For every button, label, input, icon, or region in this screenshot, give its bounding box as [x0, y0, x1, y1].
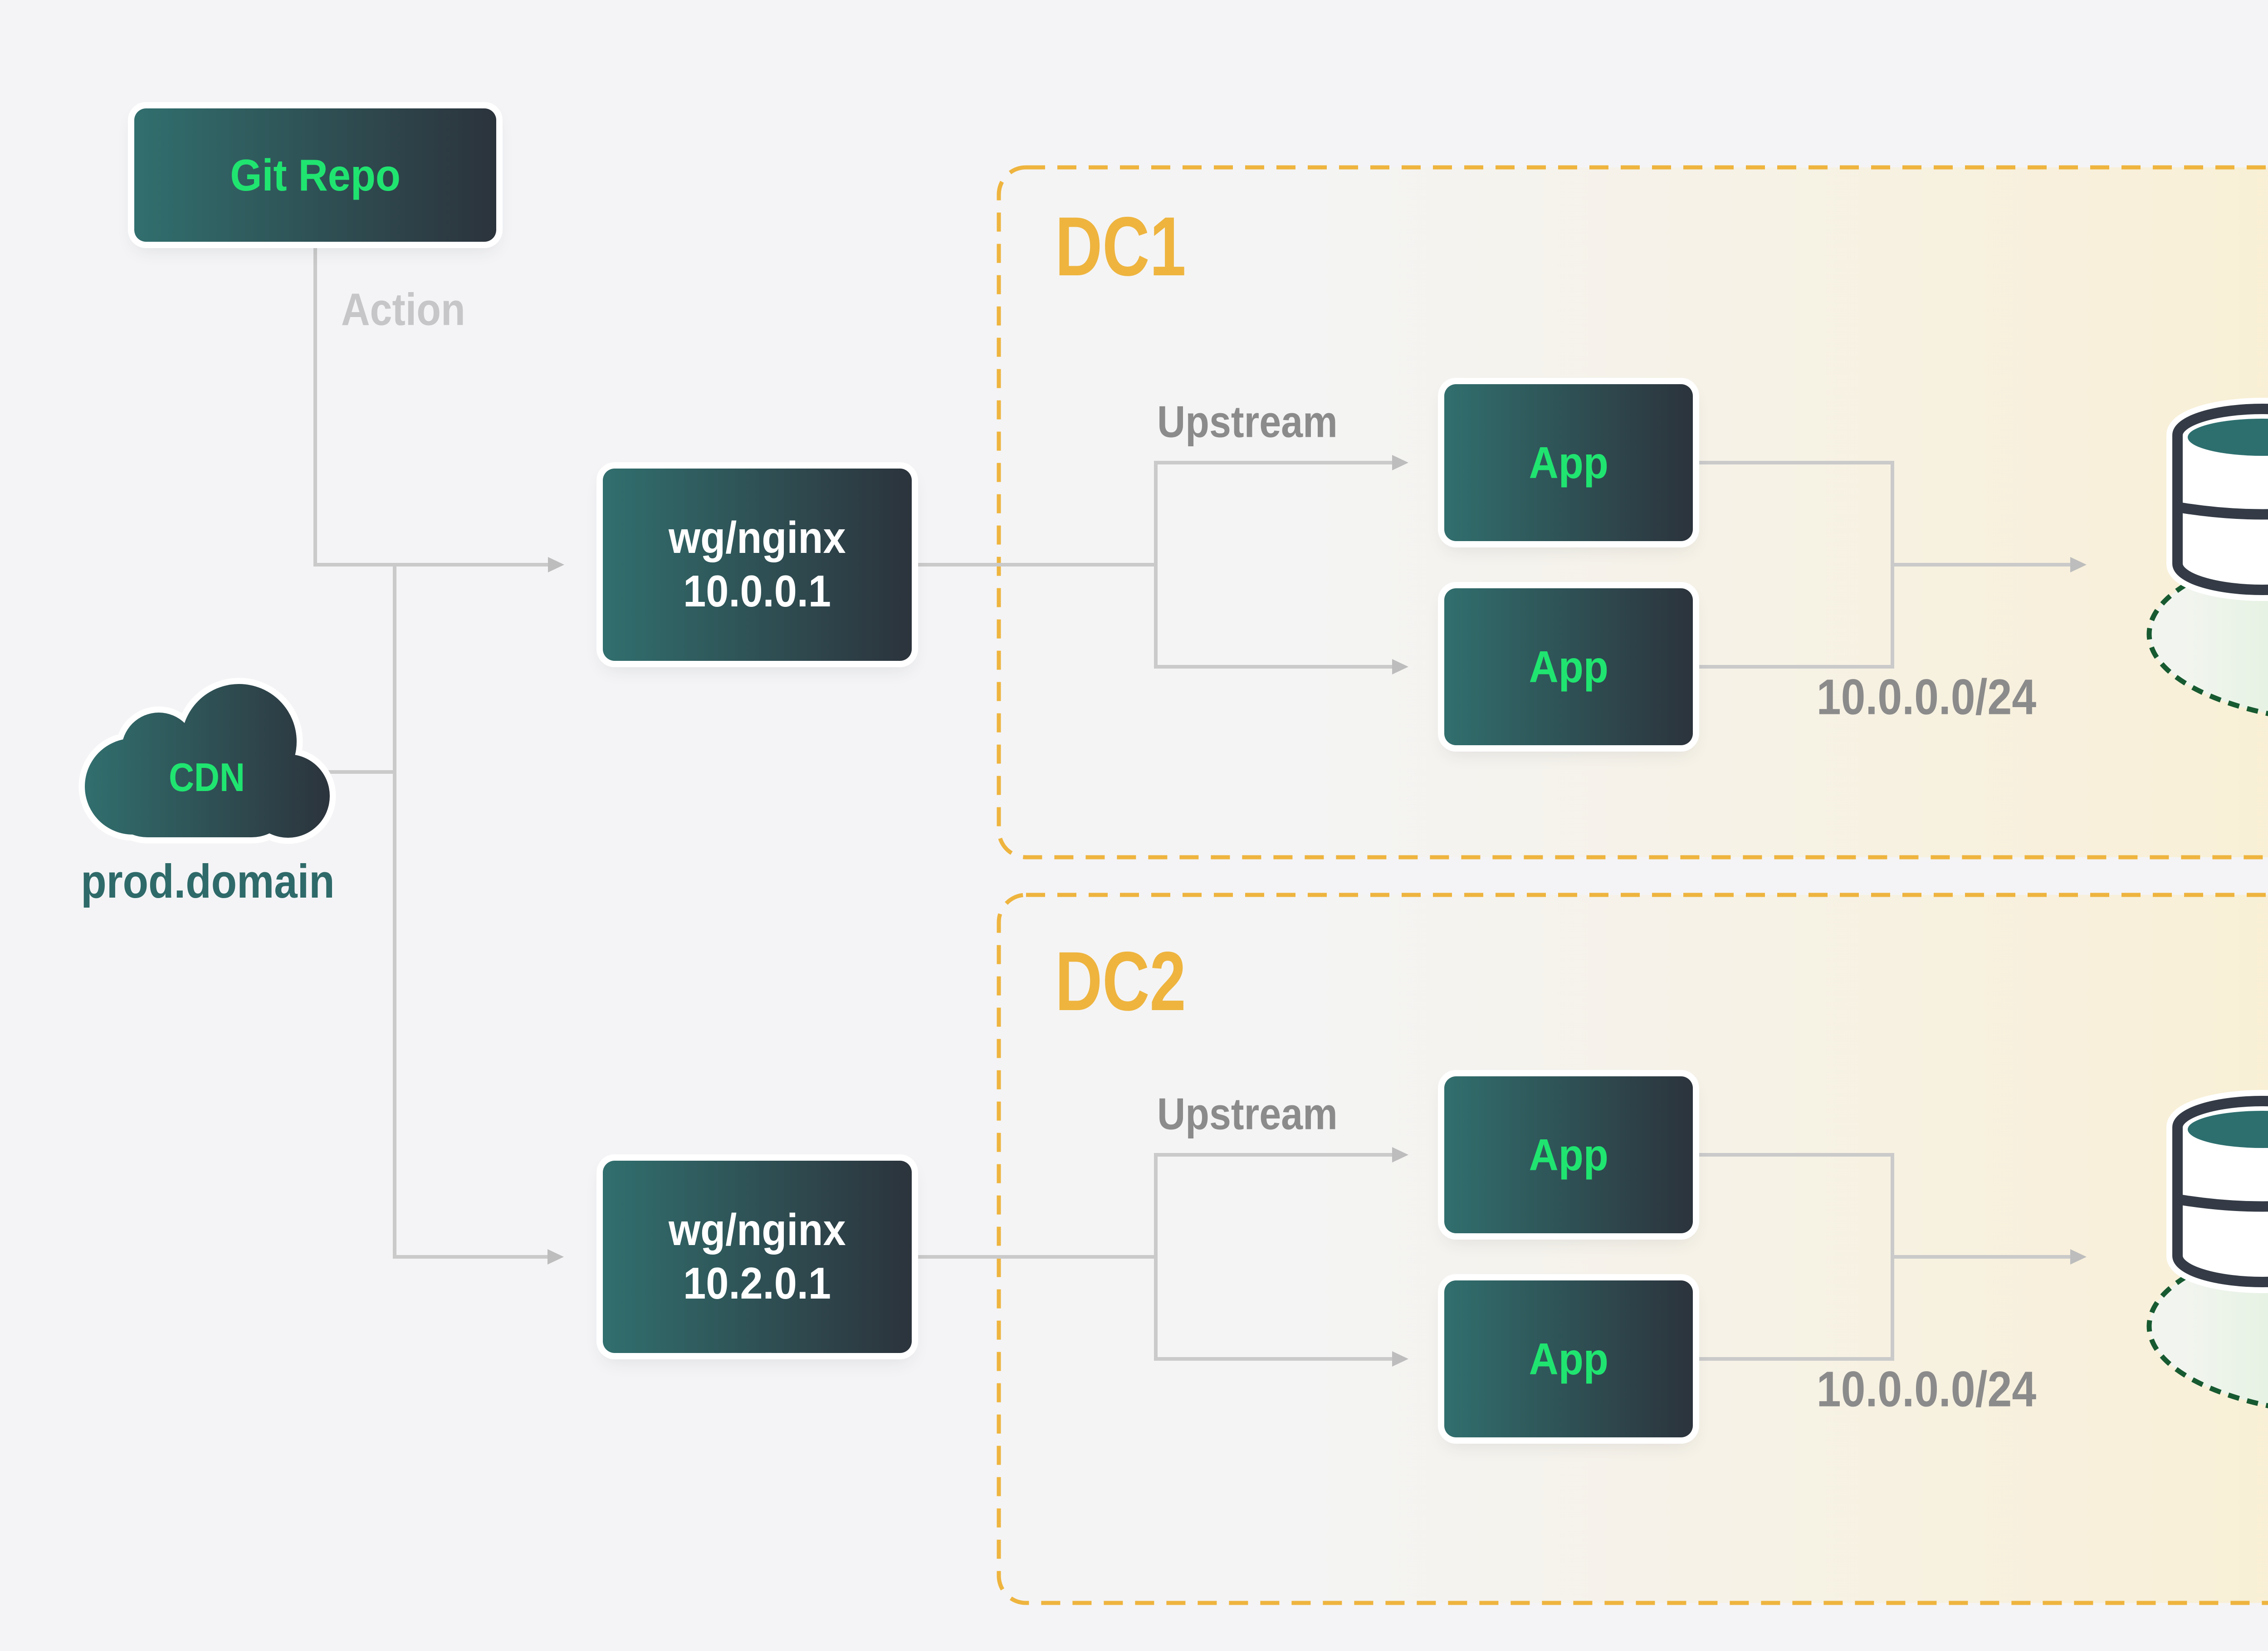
cylinder-top-ellipse [2188, 1111, 2268, 1148]
git-repo-node: Git Repo [134, 108, 496, 242]
upstream-label-dc1: Upstream [1157, 396, 1338, 447]
arrow-into-dbs-dc1 [2070, 557, 2087, 572]
dc2-container [997, 893, 2268, 1605]
app-label: App [1529, 1334, 1608, 1384]
arrow-into-lb1 [548, 557, 564, 572]
subnet-label-dc2: 10.0.0.0/24 [1816, 1361, 2037, 1417]
db-cylinder-back-left [2166, 1090, 2268, 1293]
arrow-into-app-1a [1392, 455, 1408, 470]
lb2-name-label: wg/nginx [669, 1205, 846, 1255]
db-ring-dashed-border [2146, 552, 2268, 716]
app-node-dc1-1: App [1444, 384, 1693, 541]
dc1-title: DC1 [1055, 200, 1186, 293]
arrow-into-lb2 [547, 1249, 564, 1265]
app-label: App [1529, 437, 1608, 488]
cylinder-divider [2176, 1194, 2268, 1212]
arrowheads [547, 455, 2087, 1367]
arrow-into-app-1b [1392, 659, 1408, 674]
dc2-title: DC2 [1055, 935, 1186, 1028]
upstream-label-dc2: Upstream [1157, 1089, 1338, 1139]
cdn-cloud-icon [78, 678, 336, 844]
action-edge-label: Action [341, 284, 465, 335]
lb1-ip-label: 10.0.0.1 [683, 566, 831, 616]
cdn-label: CDN [169, 755, 245, 800]
db-cylinder-back-left [2166, 398, 2268, 601]
cylinder-divider [2176, 502, 2268, 520]
lb1-name-label: wg/nginx [669, 513, 846, 563]
lb2-ip-label: 10.2.0.1 [683, 1258, 831, 1308]
subnet-label-dc1: 10.0.0.0/24 [1816, 669, 2037, 725]
prod-domain-label: prod.domain [81, 855, 335, 908]
cylinder-top-ellipse [2188, 419, 2268, 456]
app-label: App [1529, 641, 1608, 692]
db-cluster-icon-dc2 [2146, 1090, 2268, 1408]
edge-gitrepo-to-lb1 [313, 245, 548, 567]
app-label: App [1529, 1129, 1608, 1180]
loadbalancer-node-dc2: wg/nginx 10.2.0.1 [603, 1161, 912, 1353]
cloud-fill [85, 684, 330, 838]
arrow-into-app-2b [1392, 1351, 1408, 1367]
db-ring-dashed-border [2146, 1244, 2268, 1408]
arrow-into-dbs-dc2 [2070, 1249, 2087, 1265]
loadbalancer-node-dc1: wg/nginx 10.0.0.1 [603, 469, 912, 661]
arrow-into-app-2a [1392, 1147, 1408, 1163]
app-node-dc2-1: App [1444, 1076, 1693, 1233]
db-cluster-icon-dc1 [2146, 398, 2268, 716]
app-node-dc2-2: App [1444, 1280, 1693, 1437]
edge-trunk-to-lb2 [393, 565, 547, 1259]
git-repo-label: Git Repo [230, 150, 401, 200]
app-node-dc1-2: App [1444, 588, 1693, 745]
